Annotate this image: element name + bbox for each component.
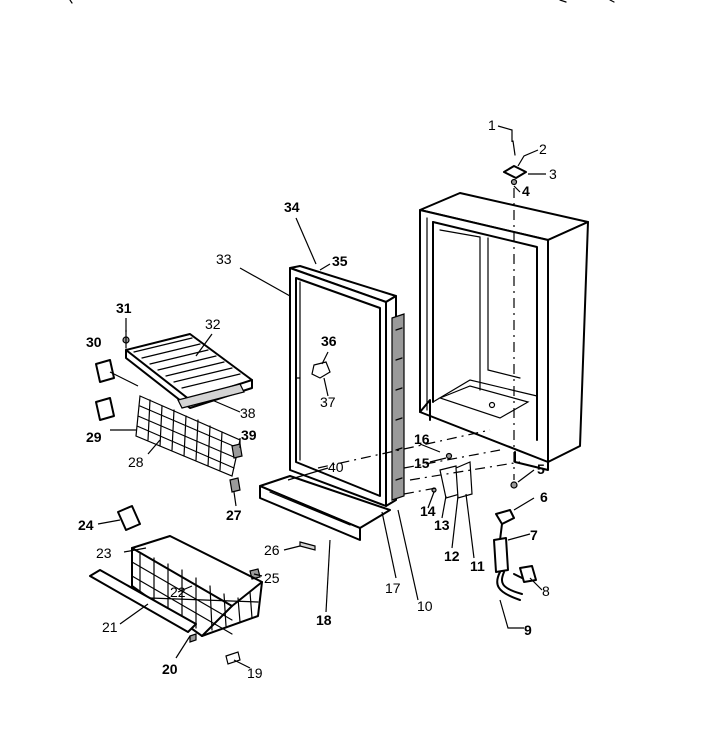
door-assembly	[249, 265, 405, 580]
callout-12: 12	[444, 548, 460, 564]
callout-26: 26	[264, 542, 280, 558]
callout-20: 20	[162, 661, 178, 677]
callout-11: 11	[470, 558, 485, 574]
callout-2: 2	[539, 141, 547, 157]
scan-marks	[69, 0, 615, 4]
callout-32: 32	[205, 316, 221, 332]
leader-lines	[97, 125, 546, 669]
callout-28: 28	[128, 454, 144, 470]
callout-22: 22	[170, 584, 186, 600]
callout-4: 4	[522, 183, 530, 199]
callout-38: 38	[240, 405, 256, 421]
callout-9: 9	[524, 622, 532, 638]
callout-17: 17	[385, 580, 401, 596]
callout-29: 29	[86, 429, 102, 445]
hardware-parts	[431, 140, 537, 601]
callout-33: 33	[216, 251, 232, 267]
cabinet	[419, 192, 589, 471]
callout-27: 27	[226, 507, 242, 523]
callout-30: 30	[86, 334, 102, 350]
callout-39: 39	[241, 427, 257, 443]
callout-16: 16	[414, 431, 430, 447]
callout-14: 14	[420, 503, 436, 519]
callout-31: 31	[116, 300, 132, 316]
shelves-and-baskets	[89, 329, 263, 665]
callout-10: 10	[417, 598, 433, 614]
callout-6: 6	[540, 489, 548, 505]
callout-40: 40	[328, 459, 344, 475]
callout-24: 24	[78, 517, 94, 533]
callout-8: 8	[542, 583, 550, 599]
callout-34: 34	[284, 199, 300, 215]
callout-23: 23	[96, 545, 112, 561]
callout-21: 21	[102, 619, 118, 635]
callout-3: 3	[549, 166, 557, 182]
callout-25: 25	[264, 570, 280, 586]
callout-15: 15	[414, 455, 430, 471]
callout-18: 18	[316, 612, 332, 628]
callout-labels: 1 2 3 4 5 6 7 8 9 10 11 12 13 14 15 16 1…	[78, 117, 557, 681]
callout-13: 13	[434, 517, 450, 533]
callout-35: 35	[332, 253, 348, 269]
callout-7: 7	[530, 527, 538, 543]
callout-19: 19	[247, 665, 263, 681]
callout-1: 1	[488, 117, 496, 133]
callout-36: 36	[321, 333, 337, 349]
callout-5: 5	[537, 461, 545, 477]
callout-37: 37	[320, 394, 336, 410]
assembly-lines	[317, 188, 521, 495]
